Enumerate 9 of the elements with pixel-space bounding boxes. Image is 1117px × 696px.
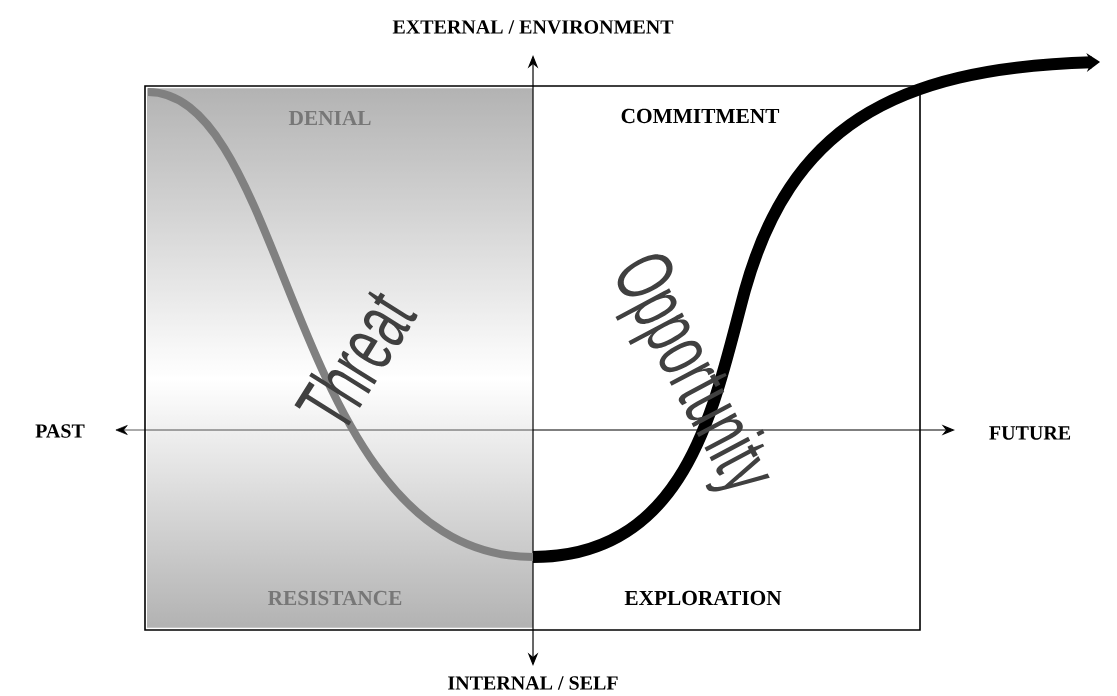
quadrant-label: EXPLORATION xyxy=(624,590,782,606)
axis-label: FUTURE xyxy=(989,426,1071,440)
axis-label: EXTERNAL / ENVIRONMENT xyxy=(392,20,674,34)
quadrant-label: COMMITMENT xyxy=(621,108,780,124)
axis-label: PAST xyxy=(35,424,85,438)
quadrant-label: DENIAL xyxy=(288,110,371,126)
quadrant-label: RESISTANCE xyxy=(268,590,402,606)
axis-label: INTERNAL / SELF xyxy=(448,676,618,690)
outlined-word: Threat xyxy=(294,291,418,426)
